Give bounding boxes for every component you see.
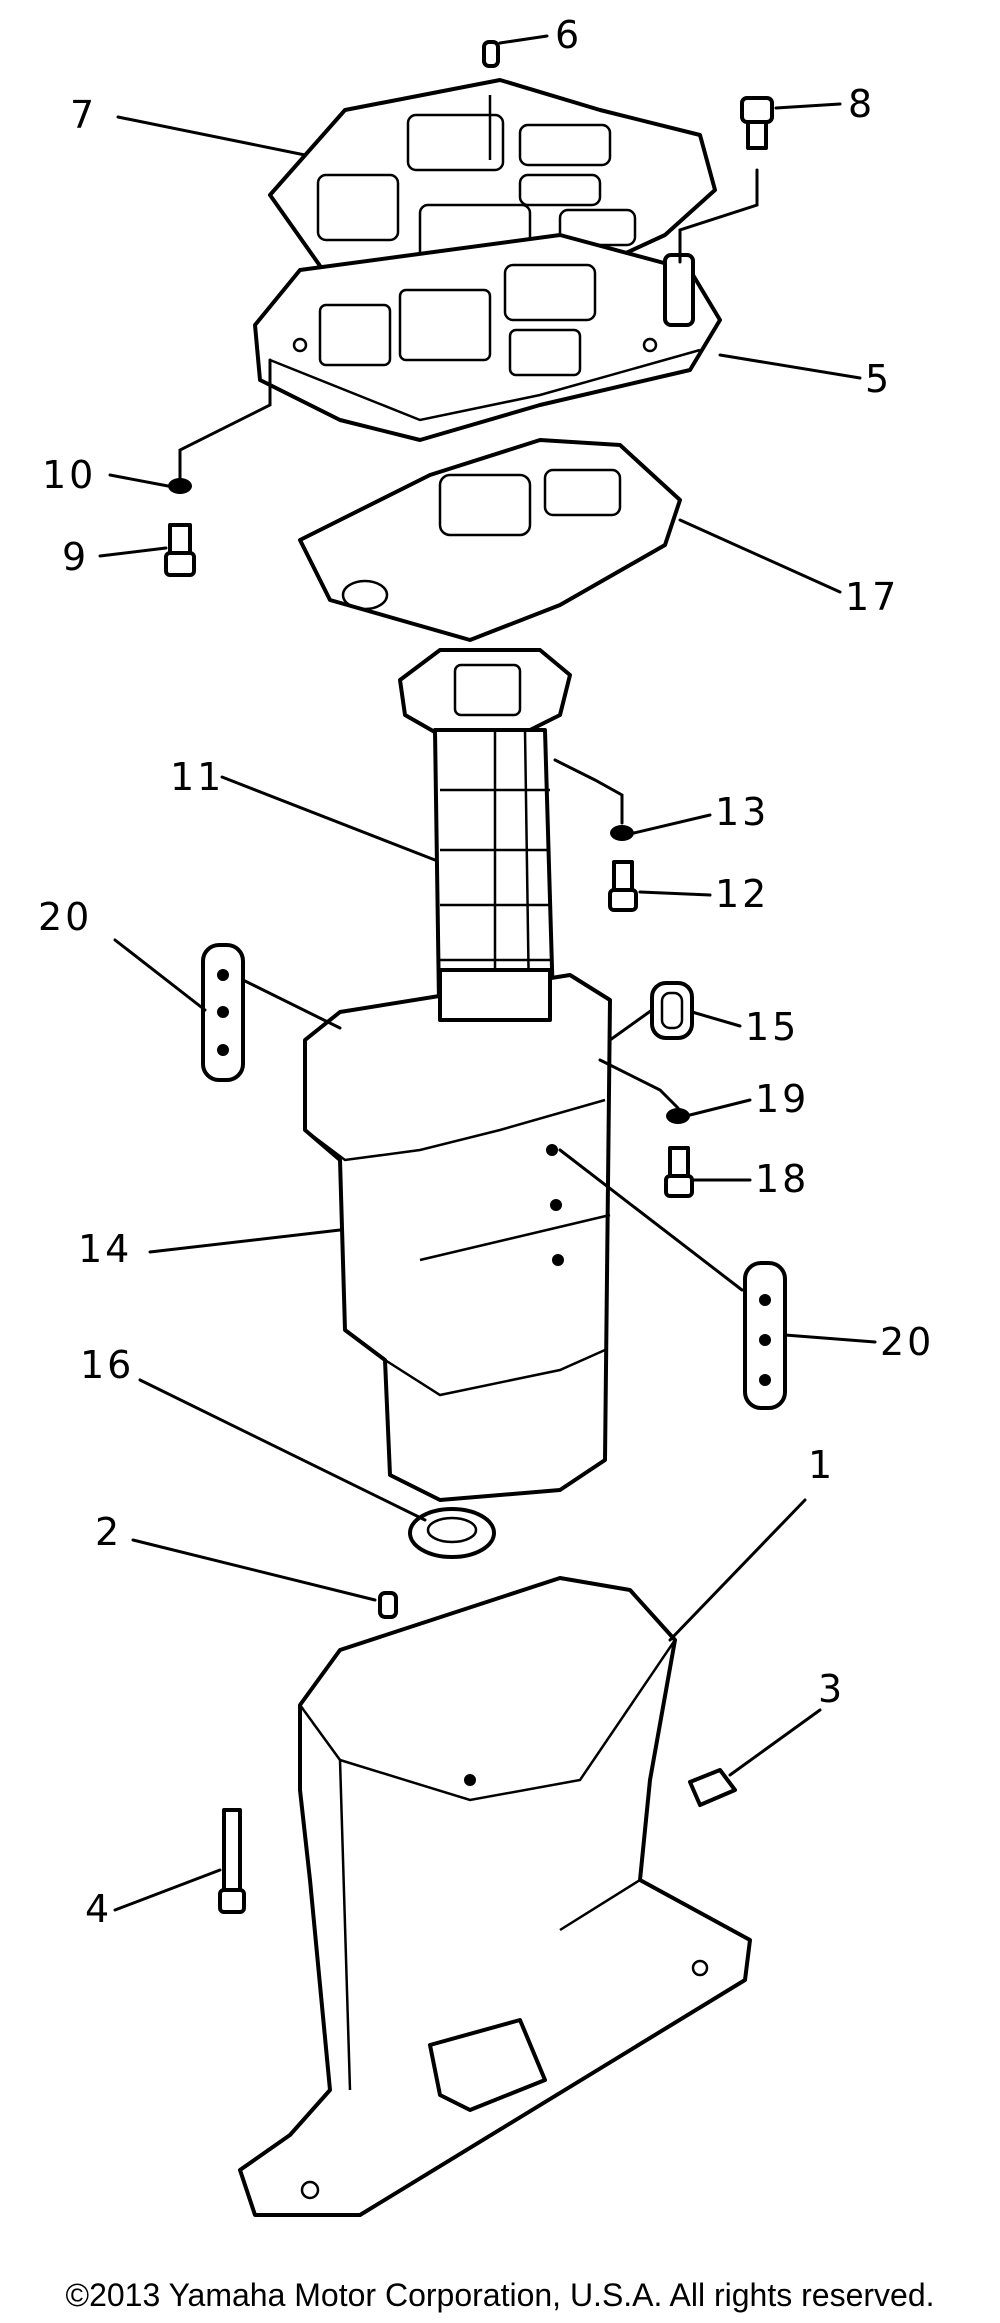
callout-15: 15: [745, 1005, 799, 1049]
leader-2: [131, 1538, 377, 1602]
part-4-stud-bolt: [218, 1808, 246, 1914]
leader-11: [220, 775, 437, 862]
callout-4: 4: [85, 1887, 112, 1931]
callout-20-left: 20: [38, 895, 92, 939]
part-8-bolt: [740, 96, 774, 150]
part-1-upper-casing: [238, 1576, 752, 2217]
part-18-bolt: [664, 1146, 694, 1198]
part-12-bolt: [608, 860, 638, 912]
callout-20-right: 20: [880, 1320, 934, 1364]
leader-15-ref: [608, 1008, 654, 1042]
part-19-washer: [666, 1108, 690, 1124]
part-6-plug: [482, 40, 500, 68]
callout-10: 10: [42, 453, 96, 497]
part-5-exhaust-guide: [253, 233, 722, 442]
callout-6: 6: [555, 13, 582, 57]
callout-11: 11: [170, 755, 224, 799]
leader-20-right: [783, 1333, 877, 1344]
callout-3: 3: [818, 1667, 845, 1711]
leader-7: [116, 115, 307, 157]
leader-19: [688, 1098, 752, 1117]
callout-labels: 1 2 3 4 5 6 7 8 9 10 11 12 13 14 15 16 1…: [38, 13, 934, 1931]
callout-7: 7: [70, 93, 97, 137]
callout-5: 5: [865, 357, 892, 401]
callout-19: 19: [755, 1077, 809, 1121]
leader-lines: [98, 34, 877, 1912]
leader-19-ref: [598, 1058, 680, 1110]
part-20-left-plate: [201, 943, 245, 1082]
leader-13: [632, 813, 712, 835]
leader-6: [498, 34, 549, 45]
callout-13: 13: [715, 790, 769, 834]
part-20-right-plate: [743, 1261, 787, 1410]
callout-2: 2: [95, 1510, 122, 1554]
leader-16: [138, 1378, 427, 1522]
part-16-grommet: [408, 1507, 496, 1559]
callout-8: 8: [848, 82, 875, 126]
leader-1: [668, 1498, 807, 1642]
callout-14: 14: [78, 1227, 132, 1271]
leader-10-ref: [178, 358, 272, 480]
copyright-notice: ©2013 Yamaha Motor Corporation, U.S.A. A…: [65, 2277, 935, 2313]
part-13-washer: [610, 825, 634, 841]
part-14-exhaust-housing: [303, 968, 612, 1502]
leader-5: [718, 353, 862, 380]
leader-8-ref: [678, 168, 759, 264]
part-2-dowel: [378, 1591, 398, 1619]
leader-10: [108, 473, 170, 488]
leader-9: [98, 546, 168, 558]
leader-17: [678, 518, 842, 594]
part-17-lower-gasket: [298, 438, 682, 642]
callout-12: 12: [715, 872, 769, 916]
leader-20-left: [113, 938, 207, 1012]
callout-16: 16: [80, 1343, 134, 1387]
part-10-washer: [168, 478, 192, 494]
leader-3: [728, 1708, 822, 1777]
leader-12: [638, 890, 712, 897]
leader-20-right-ref: [558, 1148, 744, 1292]
part-15-seal: [650, 981, 694, 1040]
callout-18: 18: [755, 1157, 809, 1201]
part-3-clip: [688, 1768, 737, 1807]
callout-9: 9: [62, 535, 89, 579]
callout-1: 1: [808, 1443, 835, 1487]
leader-13-ref: [553, 758, 624, 825]
leader-4: [113, 1868, 222, 1912]
leader-20-left-ref: [241, 978, 342, 1030]
leader-8: [774, 102, 842, 110]
part-9-bolt: [164, 523, 196, 577]
leader-15: [690, 1010, 742, 1028]
leader-14: [148, 1228, 342, 1254]
callout-17: 17: [845, 575, 899, 619]
